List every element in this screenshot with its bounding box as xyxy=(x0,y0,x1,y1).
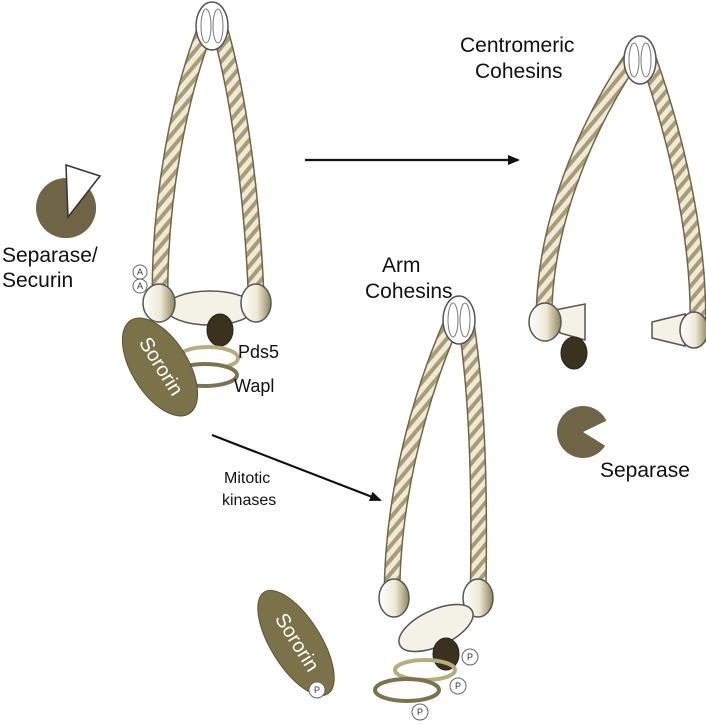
separase-securin-label-2: Securin xyxy=(2,269,73,292)
acetyl-mark-2: A xyxy=(137,281,143,291)
arm-dark-subunit xyxy=(433,638,459,670)
cohesin-complex-arm: P P P xyxy=(375,296,493,720)
sororin-protein-bottom: Sororin P xyxy=(243,579,349,707)
arm-label-2: Cohesins xyxy=(365,280,453,303)
centromeric-head-left xyxy=(529,303,561,341)
smc-head-left xyxy=(143,284,175,322)
acetyl-marks: A A xyxy=(133,265,147,293)
arrow-to-arm xyxy=(212,435,380,500)
arm-head-left xyxy=(379,579,409,617)
separase-securin-label-1: Separase/ xyxy=(2,244,98,267)
cohesin-complex-intact: Sororin A A xyxy=(107,2,271,428)
hinge-domain xyxy=(196,2,228,50)
mitotic-label-1: Mitotic xyxy=(224,470,270,487)
pds5-label: Pds5 xyxy=(238,342,279,362)
phospho-mark-sororin: P xyxy=(314,685,320,695)
centromeric-dark-subunit xyxy=(561,337,587,369)
centromeric-label-2: Cohesins xyxy=(475,60,563,83)
arm-wapl-ring xyxy=(375,679,439,701)
centromeric-arm-left xyxy=(544,58,632,318)
centromeric-label-1: Centromeric xyxy=(460,34,574,57)
arm-hinge xyxy=(443,296,475,344)
cohesin-complex-cleaved xyxy=(529,36,706,369)
smc-head-right xyxy=(241,284,271,322)
wapl-label: Wapl xyxy=(234,376,274,396)
arm-label-1: Arm xyxy=(382,254,421,277)
centromeric-head-right xyxy=(680,312,706,348)
phospho-mark-3: P xyxy=(417,707,423,717)
phospho-mark-2: P xyxy=(455,681,461,691)
acetyl-mark-1: A xyxy=(137,267,143,277)
scc3-dark-subunit xyxy=(207,314,233,346)
mitotic-label-2: kinases xyxy=(222,492,276,509)
separase-securin-complex xyxy=(36,165,100,238)
phospho-mark-1: P xyxy=(467,652,473,662)
separase-label: Separase xyxy=(600,459,690,482)
centromeric-hinge xyxy=(624,36,656,84)
separase-active xyxy=(557,406,612,458)
